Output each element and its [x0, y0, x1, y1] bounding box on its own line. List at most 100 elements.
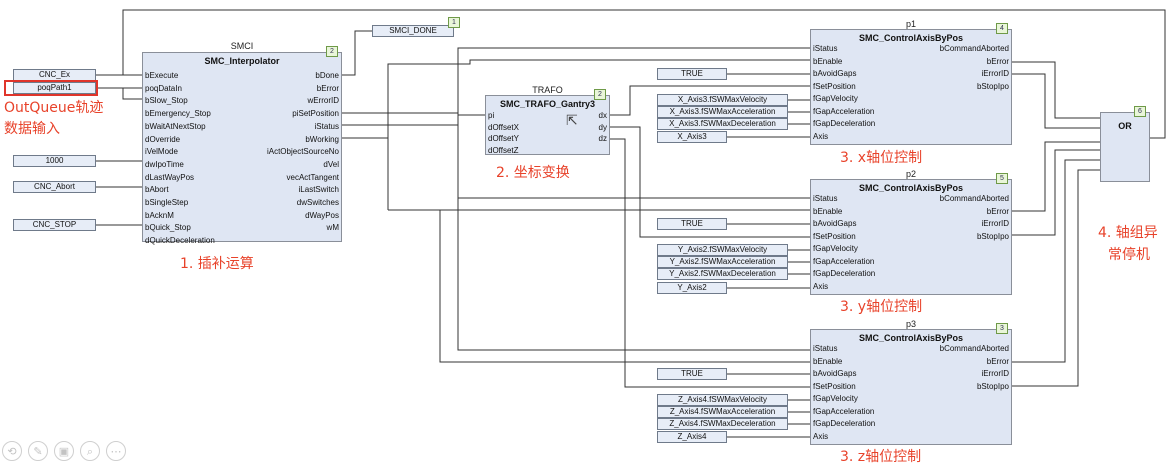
- smci-output-pin[interactable]: bError: [316, 83, 339, 93]
- trafo-output-pin[interactable]: dz: [598, 134, 607, 143]
- p1-input-pin[interactable]: bAvoidGaps: [813, 69, 857, 78]
- cnc-abort-box[interactable]: CNC_Abort: [13, 181, 96, 193]
- p1-input-pin[interactable]: fGapDeceleration: [813, 119, 876, 128]
- back-icon[interactable]: ⟲: [2, 441, 22, 461]
- p1-output-pin[interactable]: bStopIpo: [976, 81, 1009, 91]
- more-icon[interactable]: ⋯: [106, 441, 126, 461]
- y-acceleration-box[interactable]: Y_Axis2.fSWMaxAcceleration: [657, 256, 788, 268]
- p3-input-pin[interactable]: Axis: [813, 431, 829, 441]
- true-box-p3[interactable]: TRUE: [657, 368, 727, 380]
- p3-input-pin[interactable]: fGapAcceleration: [813, 406, 875, 416]
- smci-input-pin[interactable]: bExecute: [145, 71, 179, 80]
- y-deceleration-box[interactable]: Y_Axis2.fSWMaxDeceleration: [657, 268, 788, 280]
- smci-output-pin[interactable]: dwSwitches: [296, 198, 339, 207]
- trafo-output-pin[interactable]: dy: [598, 122, 607, 132]
- smci-input-pin[interactable]: bSingleStep: [145, 198, 189, 207]
- p2-output-pin[interactable]: iErrorID: [981, 219, 1009, 228]
- p1-input-pin[interactable]: fGapVelocity: [813, 94, 858, 103]
- smci-output-pin[interactable]: iLastSwitch: [298, 185, 339, 195]
- p3-input-pin[interactable]: iStatus: [813, 344, 838, 353]
- p2-input-pin[interactable]: bEnable: [813, 206, 843, 216]
- p3-output-pin[interactable]: bError: [986, 356, 1009, 366]
- smci-output-pin[interactable]: bDone: [315, 71, 339, 80]
- p1-input-pin[interactable]: fGapAcceleration: [813, 106, 875, 116]
- p3-input-pin[interactable]: fGapDeceleration: [813, 419, 876, 428]
- edit-icon[interactable]: ✎: [28, 441, 48, 461]
- z-acceleration-box[interactable]: Z_Axis4.fSWMaxAcceleration: [657, 406, 788, 418]
- true-box-p1[interactable]: TRUE: [657, 68, 727, 80]
- smci-input-pin[interactable]: bSlow_Stop: [145, 96, 188, 106]
- smci-input-pin[interactable]: iVelMode: [145, 147, 178, 157]
- p2-input-pin[interactable]: fGapDeceleration: [813, 269, 876, 278]
- y-axis-box[interactable]: Y_Axis2: [657, 282, 727, 294]
- p2-input-pin[interactable]: fGapVelocity: [813, 244, 858, 253]
- z-velocity-box[interactable]: Z_Axis4.fSWMaxVelocity: [657, 394, 788, 406]
- smci-input-pin[interactable]: dQuickDeceleration: [145, 236, 215, 246]
- smci-input-pin[interactable]: dwIpoTime: [145, 159, 184, 169]
- trafo-output-pin[interactable]: dx: [598, 111, 607, 120]
- p2-output-pin[interactable]: bError: [986, 206, 1009, 216]
- p1-output-pin[interactable]: bCommandAborted: [939, 44, 1009, 53]
- ipotime-box[interactable]: 1000: [13, 155, 96, 167]
- p2-input-pin[interactable]: iStatus: [813, 194, 838, 203]
- p3-input-pin[interactable]: fSetPosition: [813, 381, 856, 391]
- p2-input-pin[interactable]: Axis: [813, 281, 829, 291]
- smci-output-pin[interactable]: vecActTangent: [286, 172, 339, 182]
- smci-input-pin[interactable]: bEmergency_Stop: [145, 109, 211, 119]
- smci-output-pin[interactable]: dWayPos: [305, 210, 339, 220]
- p3-output-pin[interactable]: bStopIpo: [976, 381, 1009, 391]
- x-deceleration-box[interactable]: X_Axis3.fSWMaxDeceleration: [657, 118, 788, 130]
- trafo-input-pin[interactable]: pi: [488, 111, 495, 120]
- p2-output-pin[interactable]: bStopIpo: [976, 231, 1009, 241]
- p3-input-pin[interactable]: bEnable: [813, 356, 843, 366]
- smci-output-pin[interactable]: iStatus: [314, 121, 339, 131]
- trafo-input-pin[interactable]: dOffsetX: [488, 122, 519, 132]
- p2-input-pin[interactable]: bAvoidGaps: [813, 219, 857, 228]
- true-box-p2[interactable]: TRUE: [657, 218, 727, 230]
- smci-input-pin[interactable]: bAbort: [145, 185, 169, 195]
- p1-input-pin[interactable]: fSetPosition: [813, 81, 856, 91]
- trafo-input-pin[interactable]: dOffsetY: [488, 134, 519, 143]
- p2-input-pin[interactable]: fGapAcceleration: [813, 256, 875, 266]
- z-deceleration-box[interactable]: Z_Axis4.fSWMaxDeceleration: [657, 418, 788, 430]
- p1-output-pin[interactable]: iErrorID: [981, 69, 1009, 78]
- trafo-input-pin[interactable]: dOffsetZ: [488, 145, 519, 155]
- smci-input-pin[interactable]: poqDataIn: [145, 83, 182, 93]
- p1-output-pin[interactable]: bError: [986, 56, 1009, 66]
- p3-input-pin[interactable]: bAvoidGaps: [813, 369, 857, 378]
- p1-input-pin[interactable]: iStatus: [813, 44, 838, 53]
- smci-output-pin[interactable]: bWorking: [305, 134, 339, 144]
- zoom-icon[interactable]: ⌕: [80, 441, 100, 461]
- z-axis-box[interactable]: Z_Axis4: [657, 431, 727, 443]
- smci-output-pin[interactable]: dVel: [323, 159, 339, 169]
- x-acceleration-box[interactable]: X_Axis3.fSWMaxAcceleration: [657, 106, 788, 118]
- p1-input-pin[interactable]: bEnable: [813, 56, 843, 66]
- p3-input-pin[interactable]: fGapVelocity: [813, 394, 858, 403]
- y-velocity-box[interactable]: Y_Axis2.fSWMaxVelocity: [657, 244, 788, 256]
- smci-input-pin[interactable]: dLastWayPos: [145, 172, 195, 182]
- smci-input-pin[interactable]: bWaitAtNextStop: [145, 121, 206, 131]
- smci-output-pin[interactable]: piSetPosition: [292, 109, 339, 119]
- smci-input-pin[interactable]: dOverride: [145, 134, 181, 144]
- save-icon[interactable]: ▣: [54, 441, 74, 461]
- smci-output-pin[interactable]: wErrorID: [307, 96, 339, 106]
- x-velocity-box[interactable]: X_Axis3.fSWMaxVelocity: [657, 94, 788, 106]
- smci-input-pin[interactable]: bAcknM: [145, 210, 174, 220]
- p1-input-pin[interactable]: Axis: [813, 131, 829, 141]
- cnc-stop-box[interactable]: CNC_STOP: [13, 219, 96, 231]
- p2-input-pin[interactable]: fSetPosition: [813, 231, 856, 241]
- smci-input-pin[interactable]: bQuick_Stop: [145, 223, 191, 233]
- poqpath-box[interactable]: poqPath1: [13, 82, 96, 94]
- or-block[interactable]: OR 6: [1100, 106, 1150, 182]
- p3-output-pin[interactable]: iErrorID: [981, 369, 1009, 378]
- p3-output-pin[interactable]: bCommandAborted: [939, 344, 1009, 353]
- smci-done-box[interactable]: SMCI_DONE: [372, 25, 454, 37]
- smci-output-pin[interactable]: iActObjectSourceNo: [266, 147, 339, 157]
- p2-output-pin[interactable]: bCommandAborted: [939, 194, 1009, 203]
- x-axis-box[interactable]: X_Axis3: [657, 131, 727, 143]
